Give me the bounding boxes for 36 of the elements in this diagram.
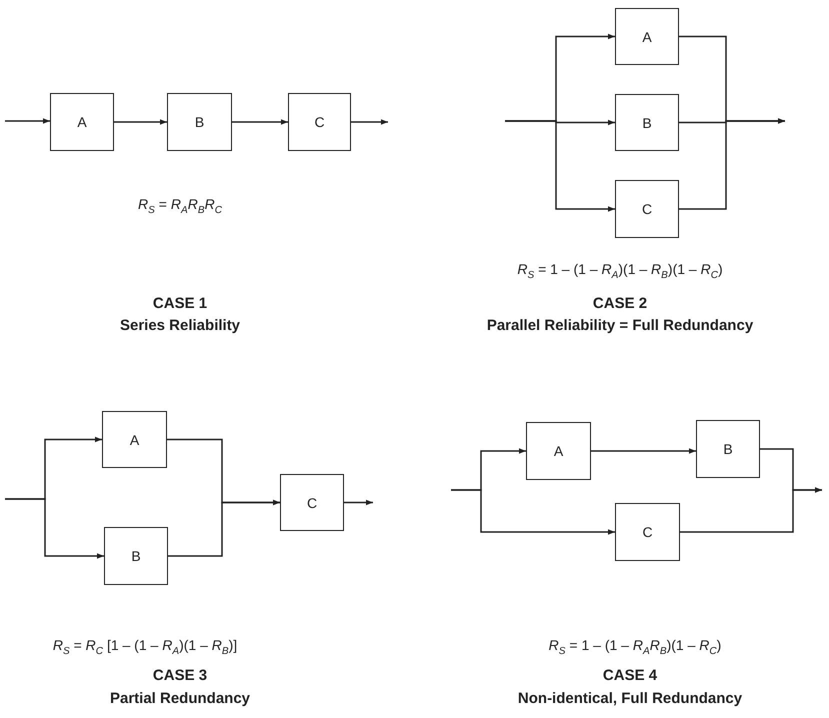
arrow (505, 120, 615, 212)
arrow (168, 500, 280, 557)
arrow (679, 118, 785, 210)
reliability-formula: R$_{S}$ = 1 – (1 – R$_{A}$)(1 – R$_{B}$)(1 – R$_{C}$) (517, 262, 723, 281)
arrow (344, 500, 373, 506)
arrow (451, 489, 615, 535)
case-caption: Series Reliability (120, 318, 240, 334)
component-box: B (696, 420, 760, 478)
component-box: A (615, 8, 679, 65)
arrow (5, 118, 50, 124)
arrow (114, 119, 167, 125)
arrow (5, 498, 104, 559)
component-box: C (615, 180, 679, 238)
case-caption: Non-identical, Full Redundancy (518, 691, 742, 708)
reliability-formula: R$_{S}$ = R$_{C}$ [1 – (1 – R$_{A}$)(1 – R$_{B}$)] (52, 638, 238, 657)
component-box: A (102, 411, 167, 468)
component-box: B (104, 527, 168, 585)
case-caption: CASE 1 (152, 296, 208, 312)
case-caption: CASE 4 (602, 668, 658, 684)
case-caption: CASE 3 (152, 668, 208, 684)
arrow (591, 448, 696, 454)
component-box: C (280, 474, 344, 531)
component-box: B (615, 94, 679, 151)
component-box: B (167, 93, 232, 151)
component-box: C (288, 93, 351, 151)
arrow (232, 119, 288, 125)
component-box: A (526, 422, 591, 480)
component-box: A (50, 93, 114, 151)
case-caption: Parallel Reliability = Full Redundancy (486, 318, 754, 334)
reliability-formula: R$_{S}$ = 1 – (1 – R$_{A}$R$_{B}$)(1 – R$_{C}$) (548, 638, 722, 657)
arrow (351, 119, 388, 125)
arrow (680, 487, 822, 533)
reliability-formula: R$_{S}$ = R$_{A}$R$_{B}$R$_{C}$ (138, 197, 222, 216)
component-box: C (615, 503, 680, 561)
case-caption: Partial Redundancy (110, 691, 250, 708)
case-caption: CASE 2 (592, 296, 648, 312)
